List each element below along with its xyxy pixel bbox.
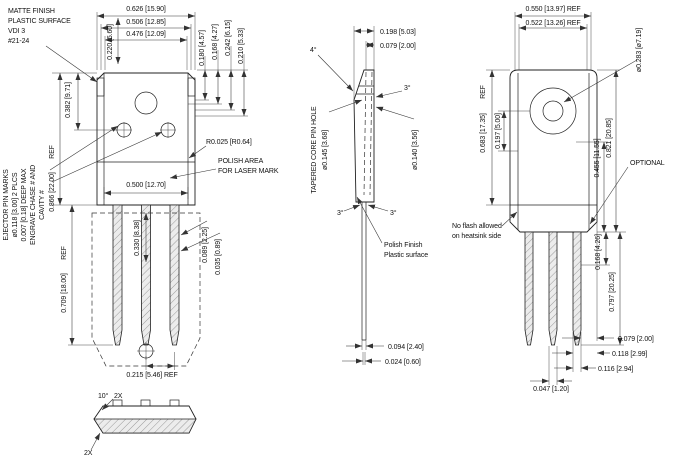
label-dim-back-197: 0.197 [5.00]	[495, 113, 502, 149]
label-dim-front-476: 0.476 [12.09]	[126, 31, 166, 38]
label-note-polish-finish-2: Plastic surface	[384, 252, 428, 259]
label-dim-front-168: 0.168 [4.27]	[212, 24, 219, 60]
side-view	[353, 69, 375, 341]
label-note-bottom-2x-top: 2X	[114, 393, 123, 400]
label-dim-back-550: 0.550 [13.97] REF	[525, 6, 580, 13]
label-dim-front-220: 0.220 [5.60]	[107, 24, 114, 60]
small-dimension-arrows	[342, 335, 614, 384]
label-note-side-3deg-top: 3°	[404, 84, 411, 92]
label-note-no-flash-2: on heatsink side	[452, 233, 501, 240]
label-dim-back-079: 0.079 [2.00]	[618, 336, 654, 343]
label-note-ejector-4: ENGRAVE CHASE # AND	[30, 165, 37, 245]
dimension-labels: MATTE FINISH PLASTIC SURFACE VDI 3 #21-24 0.…	[3, 6, 665, 457]
label-dim-back-455: 0.455 [11.55]	[594, 138, 601, 177]
label-note-matte-finish-3: VDI 3	[8, 28, 25, 35]
label-note-ejector-2: ø0.118 [3.00] 2 PLCS	[12, 172, 19, 237]
phantom-outline	[91, 212, 201, 367]
label-note-core-pin-1: TAPERED CORE PIN HOLE	[311, 106, 318, 194]
label-dim-back-821: 0.821 [20.85]	[606, 118, 613, 158]
label-note-polish-area-1: POLISH AREA	[218, 158, 264, 165]
label-dim-back-047: 0.047 [1.20]	[533, 386, 569, 393]
label-note-bottom-2x-low: 2X	[84, 450, 93, 457]
label-note-side-4deg: 4°	[310, 46, 317, 54]
back-leads	[524, 231, 582, 346]
label-note-no-flash-1: No flash allowed	[452, 223, 502, 230]
label-ref-front-709: REF	[61, 246, 68, 260]
label-dim-front-pitch: 0.215 [5.46] REF	[126, 372, 177, 379]
label-dim-front-382: 0.382 [9.71]	[65, 82, 72, 118]
label-dim-side-024: 0.024 [0.60]	[385, 359, 421, 366]
label-dim-side-198: 0.198 [5.03]	[380, 29, 416, 36]
label-dim-front-180: 0.180 [4.57]	[199, 30, 206, 66]
back-hole	[542, 100, 564, 122]
label-dim-front-500: 0.500 [12.70]	[126, 182, 166, 189]
label-note-matte-finish-4: #21-24	[8, 38, 29, 45]
back-view	[509, 69, 598, 346]
label-dim-back-283: ø0.283 [ø7.19]	[636, 28, 643, 72]
label-dim-back-116: 0.116 [2.94]	[598, 366, 633, 373]
dimension-lines	[57, 13, 623, 369]
label-dim-front-330: 0.330 [8.38]	[134, 220, 141, 256]
leader-lines	[45, 45, 638, 451]
core-pin-hidden-lines	[363, 71, 373, 196]
label-dim-front-709: 0.709 [18.00]	[61, 273, 68, 313]
label-dim-back-168: 0.168 [4.26]	[595, 234, 602, 270]
label-note-core-pin-2: ø0.145 [3.68]	[322, 130, 329, 170]
label-dim-front-866: 0.866 [22.00]	[49, 172, 56, 212]
label-note-polish-area-2: FOR LASER MARK	[218, 168, 279, 175]
side-lead	[361, 202, 367, 341]
label-dim-front-035: 0.035 [0.89]	[215, 239, 222, 275]
label-note-matte-finish-2: PLASTIC SURFACE	[8, 18, 71, 25]
label-dim-side-140: ø0.140 [3.56]	[412, 130, 419, 170]
label-dim-front-210: 0.210 [5.33]	[238, 28, 245, 64]
label-dim-front-089: 0.089 [2.25]	[202, 227, 209, 263]
label-note-side-3deg-left: 3°	[337, 209, 344, 217]
label-dim-front-r025: R0.025 [R0.64]	[206, 139, 252, 146]
label-note-polish-finish-1: Polish Finish	[384, 242, 423, 249]
label-ref-front-866: REF	[49, 145, 56, 159]
label-note-side-3deg-right: 3°	[390, 209, 397, 217]
label-note-ejector-5: CAVITY #	[39, 190, 46, 220]
label-dim-back-683: 0.683 [17.35]	[480, 113, 487, 153]
label-dim-back-118: 0.118 [2.99]	[612, 351, 647, 358]
bottom-view	[93, 399, 197, 434]
label-dim-front-width: 0.626 [15.90]	[126, 6, 166, 13]
label-dim-side-094: 0.094 [2.40]	[388, 344, 424, 351]
label-note-optional: OPTIONAL	[630, 160, 665, 167]
label-dim-side-079: 0.079 [2.00]	[380, 43, 416, 50]
label-note-ejector-1: EJECTOR PIN MARKS	[3, 169, 10, 241]
side-slot-left	[96, 77, 105, 97]
label-note-ejector-3: 0.007 [0.18] DEEP MAX	[21, 168, 28, 241]
side-slot-right	[187, 77, 196, 97]
label-dim-back-522: 0.522 [13.26] REF	[525, 20, 580, 27]
label-dim-front-242: 0.242 [6.15]	[225, 20, 232, 56]
label-ref-back-683: REF	[480, 85, 487, 99]
label-dim-back-797: 0.797 [20.25]	[609, 272, 616, 312]
label-dim-front-506: 0.506 [12.85]	[126, 19, 166, 26]
mounting-hole	[134, 91, 158, 115]
label-note-bottom-angle: 10°	[98, 392, 109, 400]
label-note-matte-finish-1: MATTE FINISH	[8, 8, 55, 15]
